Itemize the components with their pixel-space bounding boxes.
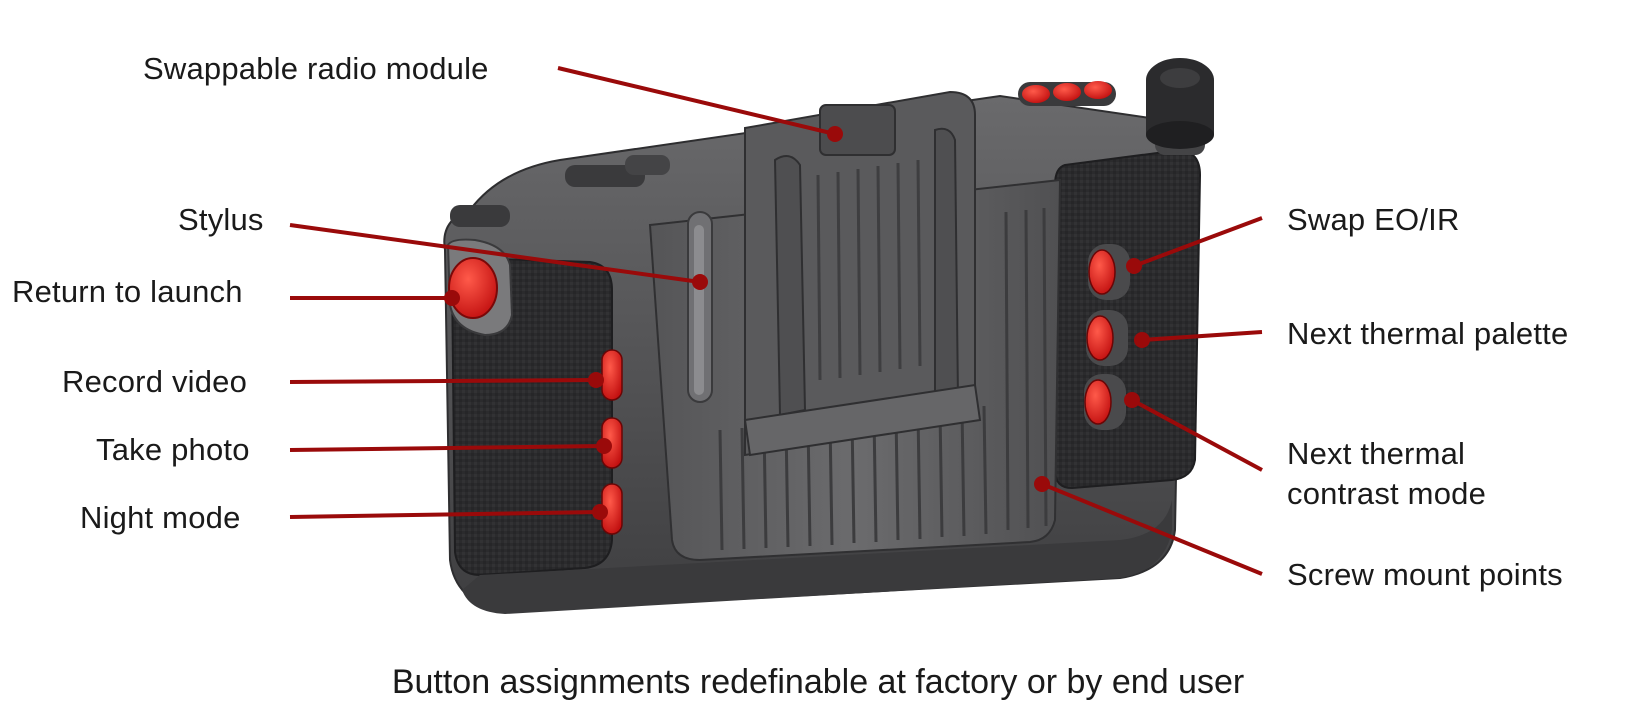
label-next-thermal-contrast-line2: contrast mode <box>1287 476 1487 511</box>
label-take-photo: Take photo <box>96 432 250 467</box>
label-stylus: Stylus <box>178 202 264 237</box>
label-return-to-launch: Return to launch <box>12 274 243 309</box>
radio-module <box>743 90 982 457</box>
label-radio-module: Swappable radio module <box>143 51 489 86</box>
antenna-knob <box>1146 58 1214 155</box>
top-grey-buttons <box>450 155 670 227</box>
leader-lines <box>289 66 1263 576</box>
stylus <box>687 211 713 403</box>
caption: Button assignments redefinable at factor… <box>391 663 1245 701</box>
label-next-thermal-palette: Next thermal palette <box>1287 316 1569 351</box>
top-red-buttons <box>1018 81 1116 106</box>
label-next-thermal-contrast-line1: Next thermal <box>1287 436 1466 471</box>
label-swap-eo-ir: Swap EO/IR <box>1287 202 1460 237</box>
label-record-video: Record video <box>62 364 248 399</box>
return-to-launch-button <box>446 238 514 337</box>
label-night-mode: Night mode <box>80 500 241 535</box>
right-grip <box>1054 148 1202 490</box>
right-side-red-buttons <box>1084 244 1130 430</box>
device-bottom-edge <box>462 500 1172 614</box>
heatsink-fins <box>718 207 1048 551</box>
label-screw-mount-points: Screw mount points <box>1287 557 1563 592</box>
